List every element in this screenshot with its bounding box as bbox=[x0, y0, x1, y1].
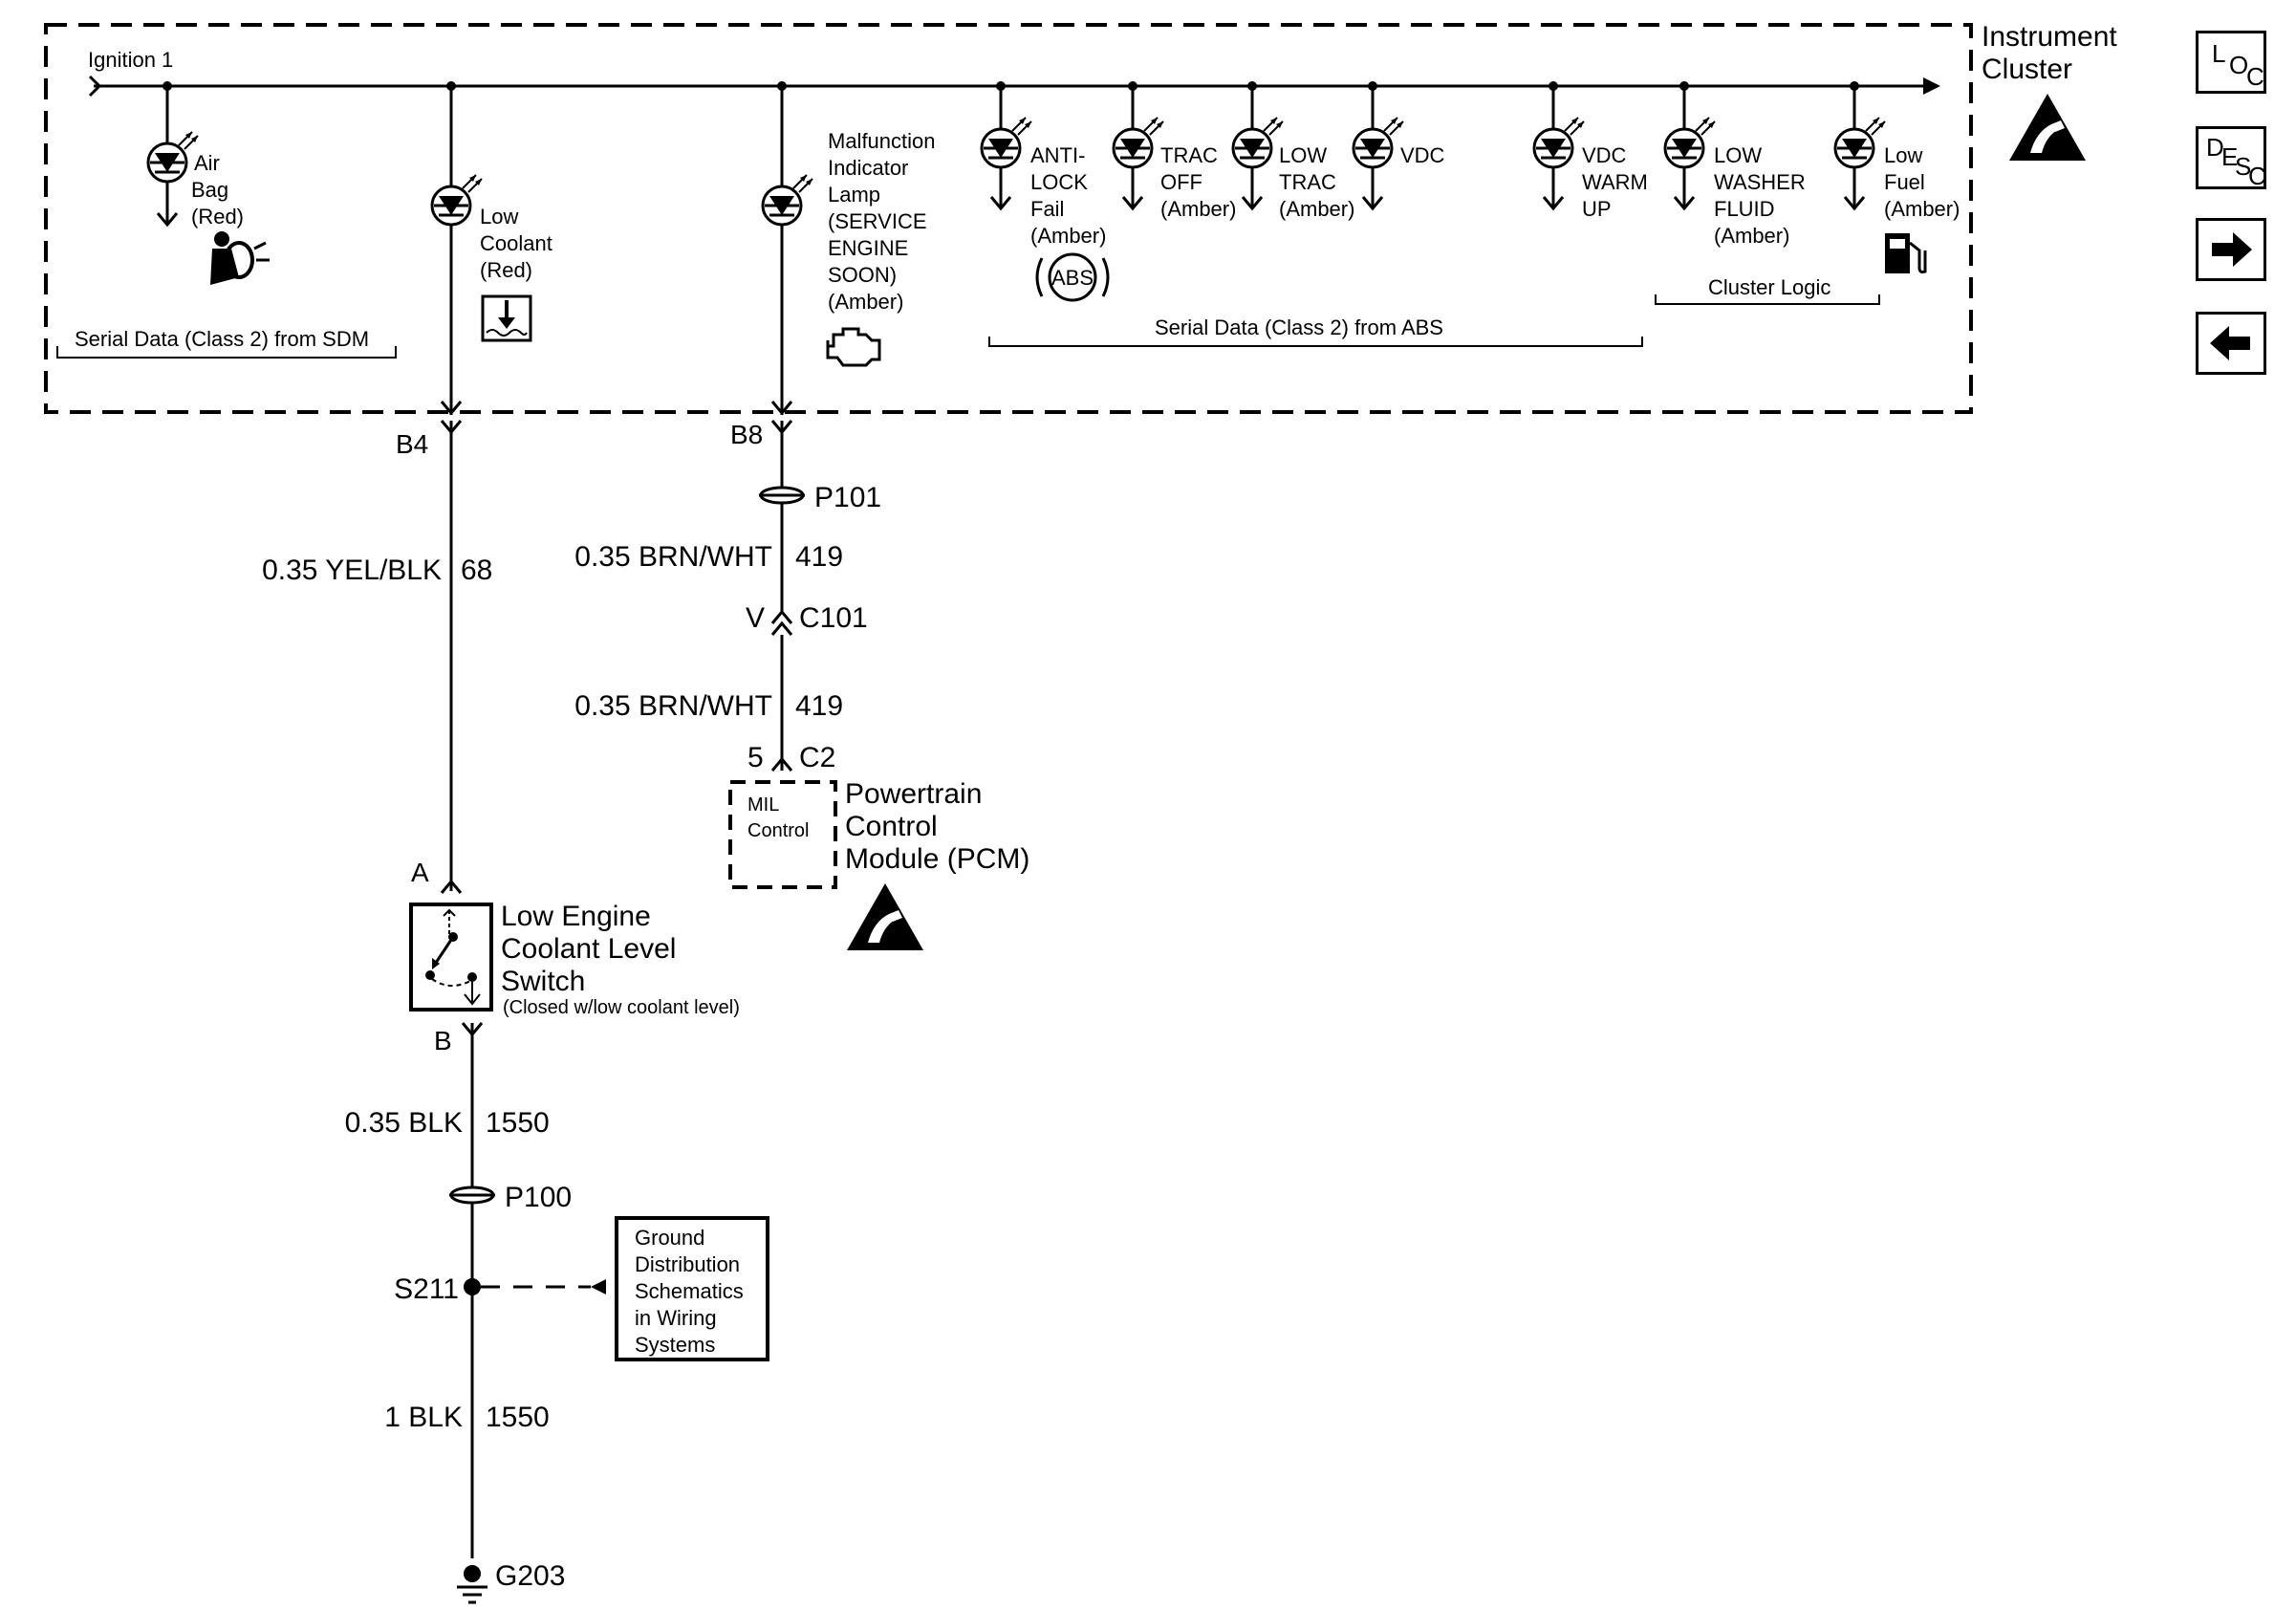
coolant-switch-body bbox=[409, 903, 493, 1012]
wire-419a-spec: 0.35 BRN/WHT bbox=[574, 541, 772, 573]
next-page-button[interactable] bbox=[2196, 218, 2266, 281]
c2-label: C2 bbox=[799, 742, 835, 773]
loc-button[interactable]: L O C bbox=[2196, 31, 2266, 94]
abs-bracket bbox=[988, 337, 1643, 347]
low-fuel-lamp bbox=[1833, 81, 1887, 211]
switch-pin-a: A bbox=[411, 858, 429, 887]
wire-68-spec: 0.35 YEL/BLK bbox=[262, 555, 442, 586]
low-coolant-text: Low Coolant (Red) bbox=[480, 205, 558, 282]
b8-pin-label: B8 bbox=[730, 420, 763, 449]
sdm-label: Serial Data (Class 2) from SDM bbox=[75, 327, 369, 351]
airbag-text: Air Bag (Red) bbox=[191, 151, 244, 228]
antilock-lamp bbox=[980, 81, 1033, 211]
desc-button[interactable]: D E S C bbox=[2196, 126, 2266, 190]
low-trac-lamp bbox=[1231, 81, 1285, 211]
engine-icon bbox=[826, 327, 881, 367]
arrow-right-icon bbox=[2212, 232, 2252, 267]
coolant-level-icon bbox=[481, 294, 532, 342]
wire-1550b-spec: 1 BLK bbox=[384, 1402, 463, 1433]
airbag-icon bbox=[210, 231, 270, 285]
low-washer-text: LOW WASHER FLUID (Amber) bbox=[1714, 143, 1811, 248]
bus-arrow bbox=[1923, 77, 1940, 95]
airbag-lamp bbox=[146, 81, 200, 228]
circuit-1550 bbox=[449, 1022, 606, 1604]
p100-label: P100 bbox=[505, 1182, 572, 1213]
antilock-text: ANTI- LOCK Fail (Amber) bbox=[1030, 143, 1106, 248]
circuit-419 bbox=[759, 420, 805, 772]
instrument-cluster-boundary bbox=[44, 23, 1973, 414]
low-coolant-lamp bbox=[430, 81, 484, 416]
low-washer-lamp bbox=[1663, 81, 1717, 211]
mil-control-text: MIL Control bbox=[747, 794, 809, 841]
trac-off-lamp bbox=[1112, 81, 1165, 211]
loc-letter-c: C bbox=[2246, 62, 2264, 91]
p101-label: P101 bbox=[814, 482, 881, 513]
cluster-logic-bracket bbox=[1655, 294, 1880, 305]
desc-letter-d: D bbox=[2206, 133, 2224, 162]
fuel-pump-icon bbox=[1885, 233, 1927, 273]
b4-pin-label: B4 bbox=[396, 429, 428, 459]
low-trac-text: LOW TRAC (Amber) bbox=[1279, 143, 1354, 221]
circuit-68 bbox=[440, 420, 463, 894]
cluster-title-2: Cluster bbox=[1982, 54, 2072, 85]
desc-letter-e: E bbox=[2221, 142, 2239, 171]
low-fuel-text: Low Fuel (Amber) bbox=[1884, 143, 1960, 221]
abs-symbol-text: ABS bbox=[1051, 266, 1094, 290]
sdm-bracket bbox=[56, 346, 397, 359]
ground-distribution-reference[interactable] bbox=[615, 1216, 769, 1361]
pcm-esd-icon bbox=[847, 883, 923, 950]
abs-icon: ABS bbox=[1035, 252, 1110, 302]
mil-lamp bbox=[761, 81, 814, 416]
vdc-warm-up-text: VDC WARM UP bbox=[1582, 143, 1654, 221]
s211-label: S211 bbox=[394, 1273, 459, 1305]
switch-contact-icon bbox=[425, 908, 481, 1006]
wire-1550a-number: 1550 bbox=[486, 1107, 550, 1139]
wire-419b-spec: 0.35 BRN/WHT bbox=[574, 690, 772, 722]
loc-letter-l: L bbox=[2212, 39, 2226, 68]
cluster-logic-label: Cluster Logic bbox=[1708, 275, 1830, 299]
vdc-text: VDC bbox=[1400, 143, 1445, 167]
wire-419b-number: 419 bbox=[795, 690, 843, 722]
cluster-title-1: Instrument bbox=[1982, 21, 2117, 53]
ignition-label: Ignition 1 bbox=[88, 48, 173, 72]
abs-serial-label: Serial Data (Class 2) from ABS bbox=[1155, 315, 1443, 339]
wire-1550a-spec: 0.35 BLK bbox=[345, 1107, 463, 1139]
pcm-title: Powertrain Control Module (PCM) bbox=[845, 778, 1029, 875]
c101-label: C101 bbox=[799, 602, 868, 634]
coolant-switch-title: Low Engine Coolant Level Switch bbox=[501, 901, 684, 997]
switch-pin-b: B bbox=[434, 1026, 452, 1055]
mil-text: Malfunction Indicator Lamp (SERVICE ENGI… bbox=[828, 129, 942, 314]
desc-letter-c: C bbox=[2248, 162, 2266, 190]
ground-reference-text: Ground Distribution Schematics in Wiring… bbox=[635, 1226, 749, 1357]
esd-sensitive-icon bbox=[2009, 94, 2086, 161]
desc-letter-s: S bbox=[2235, 152, 2252, 181]
wire-419a-number: 419 bbox=[795, 541, 843, 573]
prev-page-button[interactable] bbox=[2196, 312, 2266, 375]
wire-68-number: 68 bbox=[461, 555, 492, 586]
vdc-lamp bbox=[1352, 81, 1405, 211]
g203-label: G203 bbox=[495, 1560, 565, 1592]
c101-v-pin: V bbox=[746, 602, 765, 634]
loc-letter-o: O bbox=[2229, 51, 2249, 79]
wire-1550b-number: 1550 bbox=[486, 1402, 550, 1433]
arrow-left-icon bbox=[2210, 326, 2250, 360]
bus-entry-marker bbox=[88, 75, 102, 98]
coolant-switch-note: (Closed w/low coolant level) bbox=[503, 997, 740, 1018]
pcm-boundary bbox=[728, 780, 837, 889]
pcm-pin-5: 5 bbox=[747, 742, 764, 773]
trac-off-text: TRAC OFF (Amber) bbox=[1160, 143, 1236, 221]
vdc-warm-up-lamp bbox=[1532, 81, 1586, 211]
